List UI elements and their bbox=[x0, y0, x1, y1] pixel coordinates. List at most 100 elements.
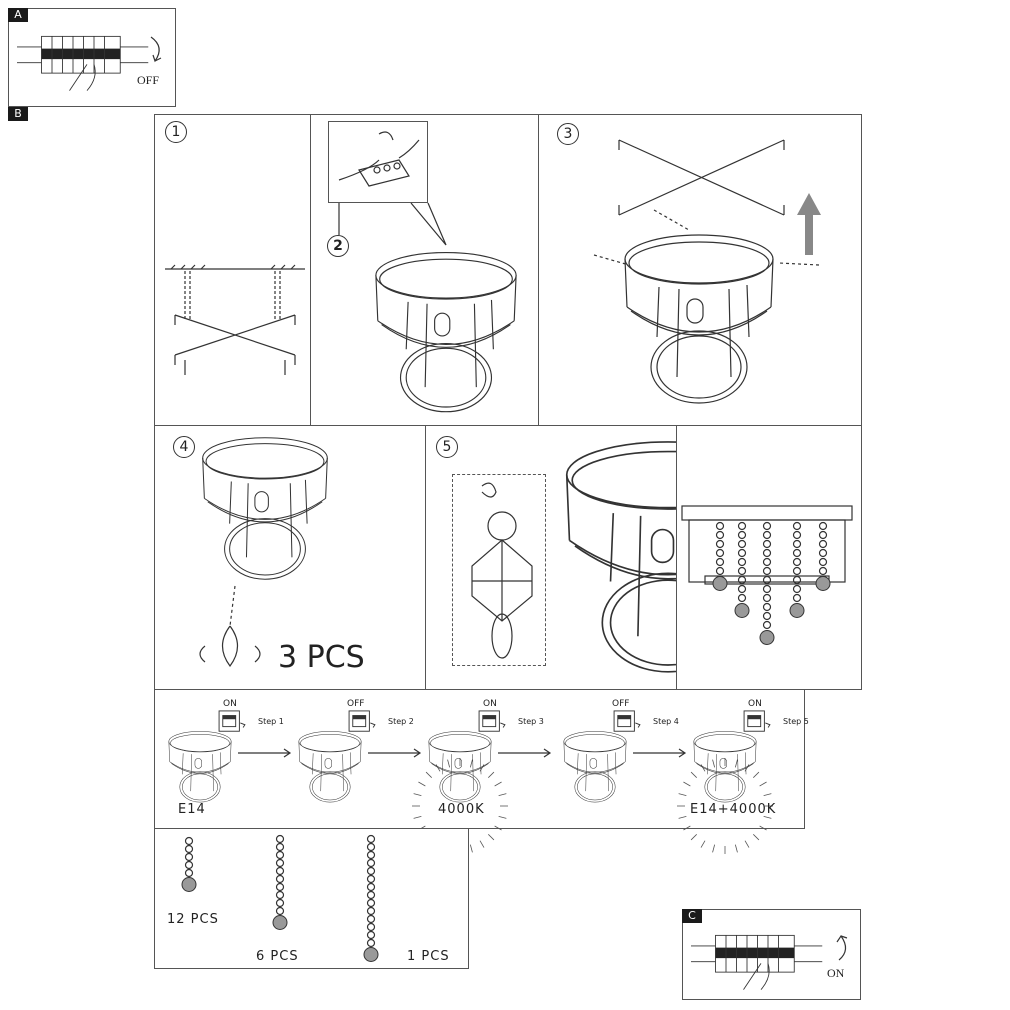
crystal-ball bbox=[759, 630, 775, 645]
step-2-panel: 2 2 bbox=[310, 114, 539, 426]
sequence-step-4: OFF Step 4 bbox=[555, 690, 685, 828]
crystal-bead bbox=[818, 557, 828, 567]
crystal-bead bbox=[737, 548, 747, 558]
crystal-bead bbox=[275, 858, 285, 868]
switch-state: ON bbox=[748, 699, 762, 709]
crystal-ball bbox=[272, 915, 288, 930]
crystal-bead bbox=[366, 914, 376, 924]
crystal-bead bbox=[792, 548, 802, 558]
crystal-bead bbox=[762, 593, 772, 603]
crystal-bead bbox=[818, 566, 828, 576]
crystal-bead bbox=[762, 521, 772, 531]
breaker-state-off: OFF bbox=[137, 73, 160, 87]
crystal-strands-icon bbox=[181, 834, 379, 962]
sequence-step-1: ON Step 1 E14 bbox=[160, 690, 290, 828]
crystal-bead bbox=[275, 842, 285, 852]
section-label-b: B bbox=[8, 107, 28, 121]
crystal-bead bbox=[792, 530, 802, 540]
crystal-bead bbox=[737, 521, 747, 531]
sequence-arrow bbox=[633, 748, 687, 758]
step-label: Step 5 bbox=[783, 717, 809, 726]
crystal-bead bbox=[184, 852, 194, 862]
step-number-5: 5 bbox=[436, 436, 458, 458]
lift-up-arrow-icon bbox=[797, 193, 821, 255]
crystal-bead bbox=[366, 834, 376, 844]
step-label: Step 3 bbox=[518, 717, 544, 726]
crystal-bead bbox=[366, 890, 376, 900]
crystal-bead bbox=[737, 593, 747, 603]
breaker-state-on: ON bbox=[827, 966, 845, 980]
crystal-bead bbox=[275, 906, 285, 916]
crystal-bead bbox=[184, 868, 194, 878]
crystal-bead bbox=[366, 882, 376, 892]
step-5-panel: 5 bbox=[425, 425, 677, 690]
lamp-state-icon bbox=[298, 731, 362, 803]
crystal-bead bbox=[792, 521, 802, 531]
crystal-bead bbox=[715, 539, 725, 549]
crystal-quantities-panel: 12 PCS 6 PCS 1 PCS bbox=[154, 828, 469, 969]
wiring-detail-callout bbox=[328, 121, 428, 203]
crystal-bead bbox=[366, 858, 376, 868]
cross-bracket-icon bbox=[618, 139, 785, 216]
step-number-4: 4 bbox=[173, 436, 195, 458]
crystal-hook-detail bbox=[452, 474, 546, 666]
lamp-state-icon bbox=[677, 731, 773, 854]
crystal-ball bbox=[789, 603, 805, 618]
crystal-bead bbox=[715, 557, 725, 567]
crystal-bead bbox=[184, 836, 194, 846]
crystal-ball bbox=[712, 576, 728, 591]
crystal-bead bbox=[715, 530, 725, 540]
crystal-strands-illustration bbox=[681, 505, 853, 645]
crystal-bead bbox=[737, 575, 747, 585]
sequence-arrow bbox=[498, 748, 552, 758]
crystal-bead bbox=[762, 548, 772, 558]
switch-state: ON bbox=[483, 699, 497, 709]
sequence-arrow bbox=[368, 748, 422, 758]
section-label-c: C bbox=[682, 909, 702, 923]
sequence-step-3: ON Step 3 4000K bbox=[412, 690, 550, 854]
panel-c-breaker-on: ON bbox=[682, 909, 861, 1000]
crystal-qty-6: 6 PCS bbox=[256, 949, 299, 964]
step-1-panel: 1 bbox=[154, 114, 311, 426]
circuit-breaker-icon bbox=[691, 934, 823, 991]
crystal-bead bbox=[737, 530, 747, 540]
lamp-fixture-icon bbox=[202, 437, 328, 580]
crystal-hanging-panel bbox=[676, 425, 862, 690]
crystal-ball bbox=[734, 603, 750, 618]
rotate-up-arrow-icon bbox=[836, 934, 848, 961]
sequence-step-2: OFF Step 2 bbox=[290, 690, 420, 828]
crystal-bead bbox=[715, 566, 725, 576]
crystal-bead bbox=[366, 906, 376, 916]
crystal-ball bbox=[363, 947, 379, 962]
crystal-ball bbox=[181, 877, 197, 892]
rotate-down-arrow-icon bbox=[150, 36, 162, 63]
crystal-qty-12: 12 PCS bbox=[167, 912, 219, 927]
crystal-bead bbox=[792, 557, 802, 567]
switch-state: ON bbox=[223, 699, 237, 709]
crystal-bead bbox=[762, 584, 772, 594]
light-mode-label: 4000K bbox=[438, 802, 485, 817]
sequence-arrow bbox=[238, 748, 292, 758]
crystal-bead bbox=[184, 860, 194, 870]
crystal-bead bbox=[366, 874, 376, 884]
screw-guides bbox=[593, 209, 820, 266]
panel-a-breaker-off: OFF bbox=[8, 8, 176, 107]
crystal-bead bbox=[275, 898, 285, 908]
sequence-step-5: ON Step 5 E14+4000K bbox=[677, 690, 815, 854]
step-label: Step 2 bbox=[388, 717, 414, 726]
crystal-bead bbox=[762, 620, 772, 630]
crystal-bead bbox=[792, 584, 802, 594]
crystal-bead bbox=[762, 575, 772, 585]
step-label: Step 1 bbox=[258, 717, 284, 726]
crystal-bead bbox=[366, 842, 376, 852]
crystal-bead bbox=[818, 521, 828, 531]
crystal-bead bbox=[715, 548, 725, 558]
crystal-bead bbox=[275, 890, 285, 900]
lamp-state-icon bbox=[563, 731, 627, 803]
crystal-bead bbox=[366, 866, 376, 876]
crystal-bead bbox=[275, 834, 285, 844]
crystal-bead bbox=[366, 898, 376, 908]
crystal-bead bbox=[275, 874, 285, 884]
step-number-1: 1 bbox=[165, 121, 187, 143]
